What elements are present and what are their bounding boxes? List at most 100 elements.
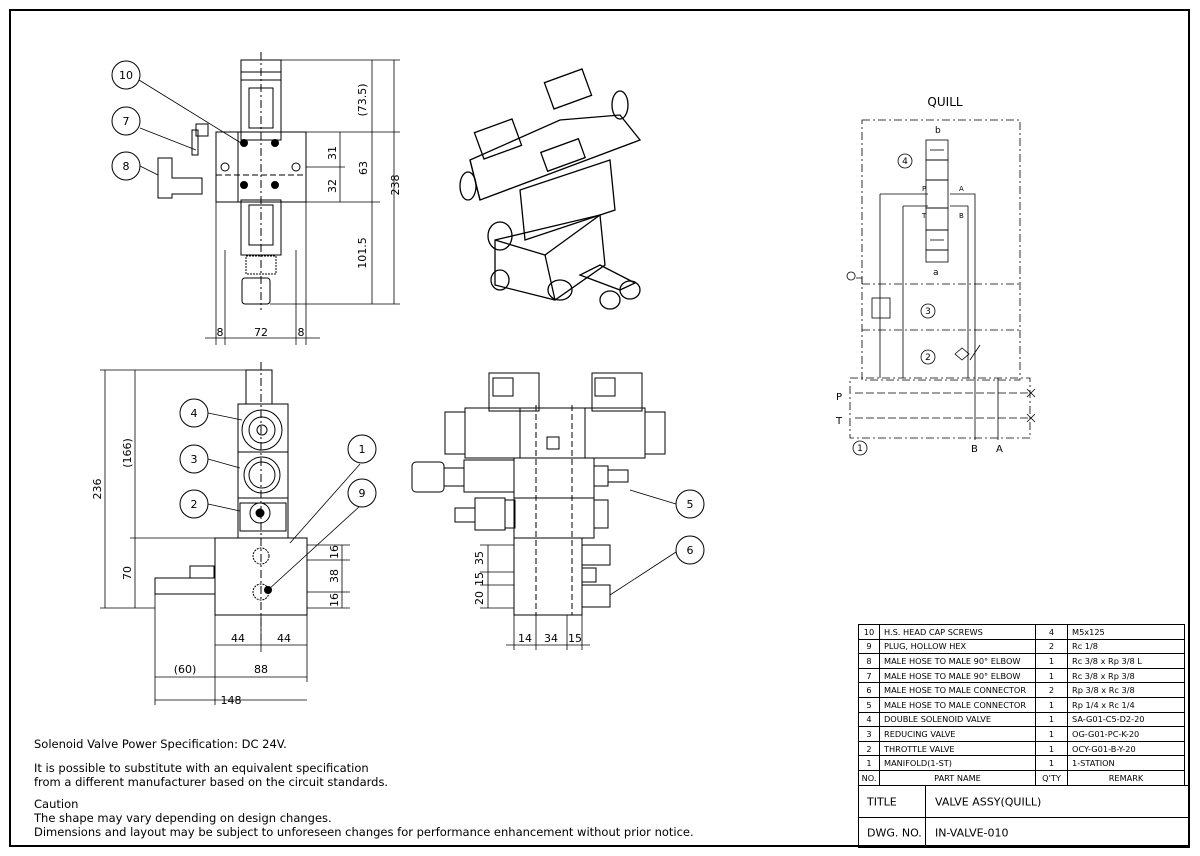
svg-text:3: 3 xyxy=(925,307,931,317)
bom-remark: M5x125 xyxy=(1067,624,1185,640)
bom-header-no: NO. xyxy=(858,769,880,786)
dim-60: (60) xyxy=(174,663,197,676)
balloon-2: 2 xyxy=(179,489,209,519)
bom-qty: 1 xyxy=(1035,740,1068,757)
bom-no: 2 xyxy=(858,740,880,757)
svg-text:4: 4 xyxy=(902,157,908,167)
top-view-dim-text: 35 15 20 14 34 15 xyxy=(473,551,582,645)
bom-part-name: THROTTLE VALVE xyxy=(879,740,1036,757)
dim-16-top: 16 xyxy=(328,545,341,559)
svg-text:1: 1 xyxy=(359,443,366,456)
title-label: TITLE xyxy=(867,795,897,808)
balloon-10: 10 xyxy=(111,60,141,90)
label-B: B xyxy=(959,212,964,220)
bom-remark: Rc 3/8 x Rp 3/8 L xyxy=(1067,653,1185,669)
schematic-title: QUILL xyxy=(927,95,962,109)
svg-text:6: 6 xyxy=(687,544,694,557)
svg-text:10: 10 xyxy=(119,69,133,82)
top-left-leaders xyxy=(138,79,242,176)
bom-no: 4 xyxy=(858,711,880,728)
schematic-labels: QUILL b a P A T B P T B A xyxy=(835,95,1003,455)
bom-qty: 1 xyxy=(1035,653,1068,669)
dim-34: 34 xyxy=(544,632,558,645)
svg-text:2: 2 xyxy=(191,498,198,511)
bom-part-name: H.S. HEAD CAP SCREWS xyxy=(879,624,1036,640)
svg-text:3: 3 xyxy=(191,453,198,466)
bom-remark: 1-STATION xyxy=(1067,755,1185,771)
label-T-line: T xyxy=(835,416,843,427)
dim-236: 236 xyxy=(91,479,104,500)
note-power: Solenoid Valve Power Specification: DC 2… xyxy=(34,737,287,751)
bom-part-name: MALE HOSE TO MALE CONNECTOR xyxy=(879,696,1036,713)
bom-qty: 1 xyxy=(1035,696,1068,713)
bom-qty: 1 xyxy=(1035,755,1068,771)
dim-44-right: 44 xyxy=(277,632,291,645)
balloon-6: 6 xyxy=(675,535,705,565)
bom-remark: Rp 1/4 x Rc 1/4 xyxy=(1067,696,1185,713)
bom-no: 10 xyxy=(858,624,880,640)
svg-text:4: 4 xyxy=(191,407,198,420)
dwg-no-row: DWG. NO. IN-VALVE-010 xyxy=(858,817,1190,848)
bom-no: 8 xyxy=(858,653,880,669)
dim-20: 20 xyxy=(473,591,486,605)
dwg-no-value: IN-VALVE-010 xyxy=(935,826,1009,839)
svg-text:7: 7 xyxy=(123,115,130,128)
dim-16-bottom: 16 xyxy=(328,593,341,607)
schematic-balloons: 4 3 2 1 xyxy=(852,153,936,456)
bom-part-name: DOUBLE SOLENOID VALVE xyxy=(879,711,1036,728)
front-view-dimensions xyxy=(205,59,400,345)
dim-148: 148 xyxy=(221,694,242,707)
label-B-bottom: B xyxy=(971,444,978,455)
dim-70: 70 xyxy=(121,566,134,580)
svg-text:8: 8 xyxy=(123,160,130,173)
dim-72: 72 xyxy=(254,326,268,339)
bom-no: 6 xyxy=(858,682,880,698)
svg-text:5: 5 xyxy=(687,498,694,511)
drawing-frame xyxy=(9,9,1190,847)
bom-header-remark: REMARK xyxy=(1067,769,1185,786)
label-T: T xyxy=(921,212,927,220)
bom-qty: 2 xyxy=(1035,682,1068,698)
side-view xyxy=(154,362,308,640)
bom-part-name: MALE HOSE TO MALE 90° ELBOW xyxy=(879,653,1036,669)
dim-35: 35 xyxy=(473,551,486,565)
svg-text:1: 1 xyxy=(857,444,863,454)
bom-no: 9 xyxy=(858,638,880,655)
dwg-no-label: DWG. NO. xyxy=(867,826,922,839)
bom-no: 7 xyxy=(858,667,880,684)
top-view xyxy=(411,372,666,616)
dim-8-right: 8 xyxy=(298,326,305,339)
bom-qty: 4 xyxy=(1035,624,1068,640)
side-view-dim-text: (166) 236 70 16 38 16 44 44 (60) 88 148 xyxy=(91,438,341,707)
balloon-3: 3 xyxy=(179,444,209,474)
note-caution-1: The shape may vary depending on design c… xyxy=(34,811,332,825)
dim-14: 14 xyxy=(518,632,532,645)
note-caution-2: Dimensions and layout may be subject to … xyxy=(34,825,694,839)
bom-no: 1 xyxy=(858,755,880,771)
top-view-dimensions xyxy=(480,489,677,650)
bom-no: 3 xyxy=(858,726,880,742)
bom-header-qty: Q'TY xyxy=(1035,769,1068,786)
dim-8-left: 8 xyxy=(217,326,224,339)
dim-73-5: (73.5) xyxy=(356,83,369,116)
bom-part-name: MANIFOLD(1-ST) xyxy=(879,755,1036,771)
front-view xyxy=(157,52,307,310)
balloon-7: 7 xyxy=(111,106,141,136)
note-substitute-1: It is possible to substitute with an equ… xyxy=(34,761,369,775)
dim-238: 238 xyxy=(389,175,402,196)
side-view-leaders xyxy=(207,412,361,591)
dim-31: 31 xyxy=(326,146,339,160)
bom-qty: 1 xyxy=(1035,711,1068,728)
label-A-bottom: A xyxy=(996,444,1003,455)
balloon-5: 5 xyxy=(675,489,705,519)
dim-38: 38 xyxy=(328,569,341,583)
title-row: TITLE VALVE ASSY(QUILL) xyxy=(858,785,1190,818)
